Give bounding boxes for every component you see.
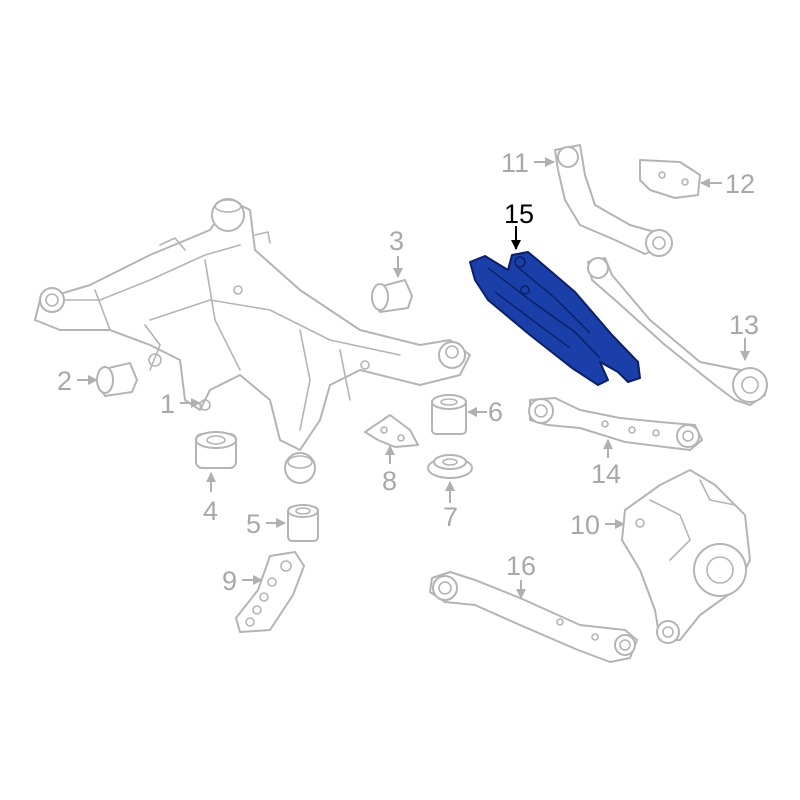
- callout-10: 10: [570, 510, 600, 540]
- trailing-arm-part-15[interactable]: [469, 251, 641, 386]
- knuckle-part-10[interactable]: [621, 469, 751, 644]
- lower-link-part-14[interactable]: [528, 397, 703, 451]
- link-arm-part-13[interactable]: [587, 257, 768, 406]
- upper-arm-part-11[interactable]: [554, 144, 673, 257]
- bushing-part-4[interactable]: [195, 431, 237, 469]
- callout-3: 3: [389, 226, 404, 256]
- plate-part-9[interactable]: [235, 551, 305, 633]
- callout-16: 16: [506, 551, 536, 581]
- callout-13: 13: [729, 310, 759, 340]
- bracket-part-8[interactable]: [364, 414, 419, 448]
- leader-arrows: [77, 157, 750, 599]
- bushing-part-5[interactable]: [287, 504, 319, 542]
- callout-6: 6: [488, 397, 503, 427]
- bushing-part-2[interactable]: [96, 362, 138, 397]
- callout-14: 14: [591, 459, 621, 489]
- callout-12: 12: [725, 169, 755, 199]
- callout-7: 7: [443, 502, 458, 532]
- callout-2: 2: [57, 366, 72, 396]
- callout-8: 8: [382, 466, 397, 496]
- subframe-part-1[interactable]: [34, 198, 471, 484]
- mount-part-6[interactable]: [431, 394, 467, 435]
- washer-part-7[interactable]: [427, 454, 473, 479]
- callout-5: 5: [246, 509, 261, 539]
- callout-9: 9: [222, 566, 237, 596]
- callout-11: 11: [501, 148, 529, 178]
- bushing-part-3[interactable]: [371, 279, 413, 313]
- callout-15: 15: [504, 199, 534, 229]
- callout-4: 4: [203, 496, 218, 526]
- bracket-part-12[interactable]: [639, 159, 701, 199]
- callout-labels: 1 2 3 4 5 6 7 8 9 10 11 12 13 14 15 16: [57, 148, 759, 596]
- control-arm-part-16[interactable]: [429, 571, 638, 663]
- callout-1: 1: [160, 389, 175, 419]
